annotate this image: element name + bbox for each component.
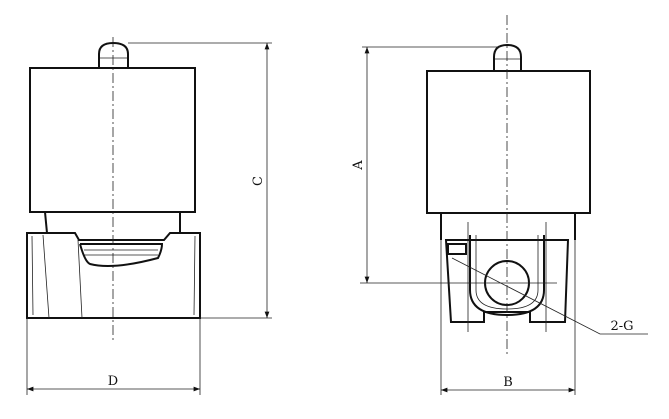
dimension-c-label: C xyxy=(251,176,266,186)
dimension-a-label: A xyxy=(351,160,366,171)
front-view: A B 2-G xyxy=(351,15,648,395)
dimension-d-label: D xyxy=(108,374,118,389)
side-cap xyxy=(98,41,129,68)
front-stem xyxy=(440,213,576,240)
side-view: C D xyxy=(26,37,272,395)
port-leader-line xyxy=(451,257,648,335)
front-coil xyxy=(426,70,591,214)
front-cap xyxy=(493,43,522,71)
side-body xyxy=(26,232,201,319)
port-label: 2-G xyxy=(610,319,633,334)
side-coil xyxy=(29,67,196,213)
dimension-b-label: B xyxy=(503,375,513,390)
side-stem xyxy=(44,211,181,234)
